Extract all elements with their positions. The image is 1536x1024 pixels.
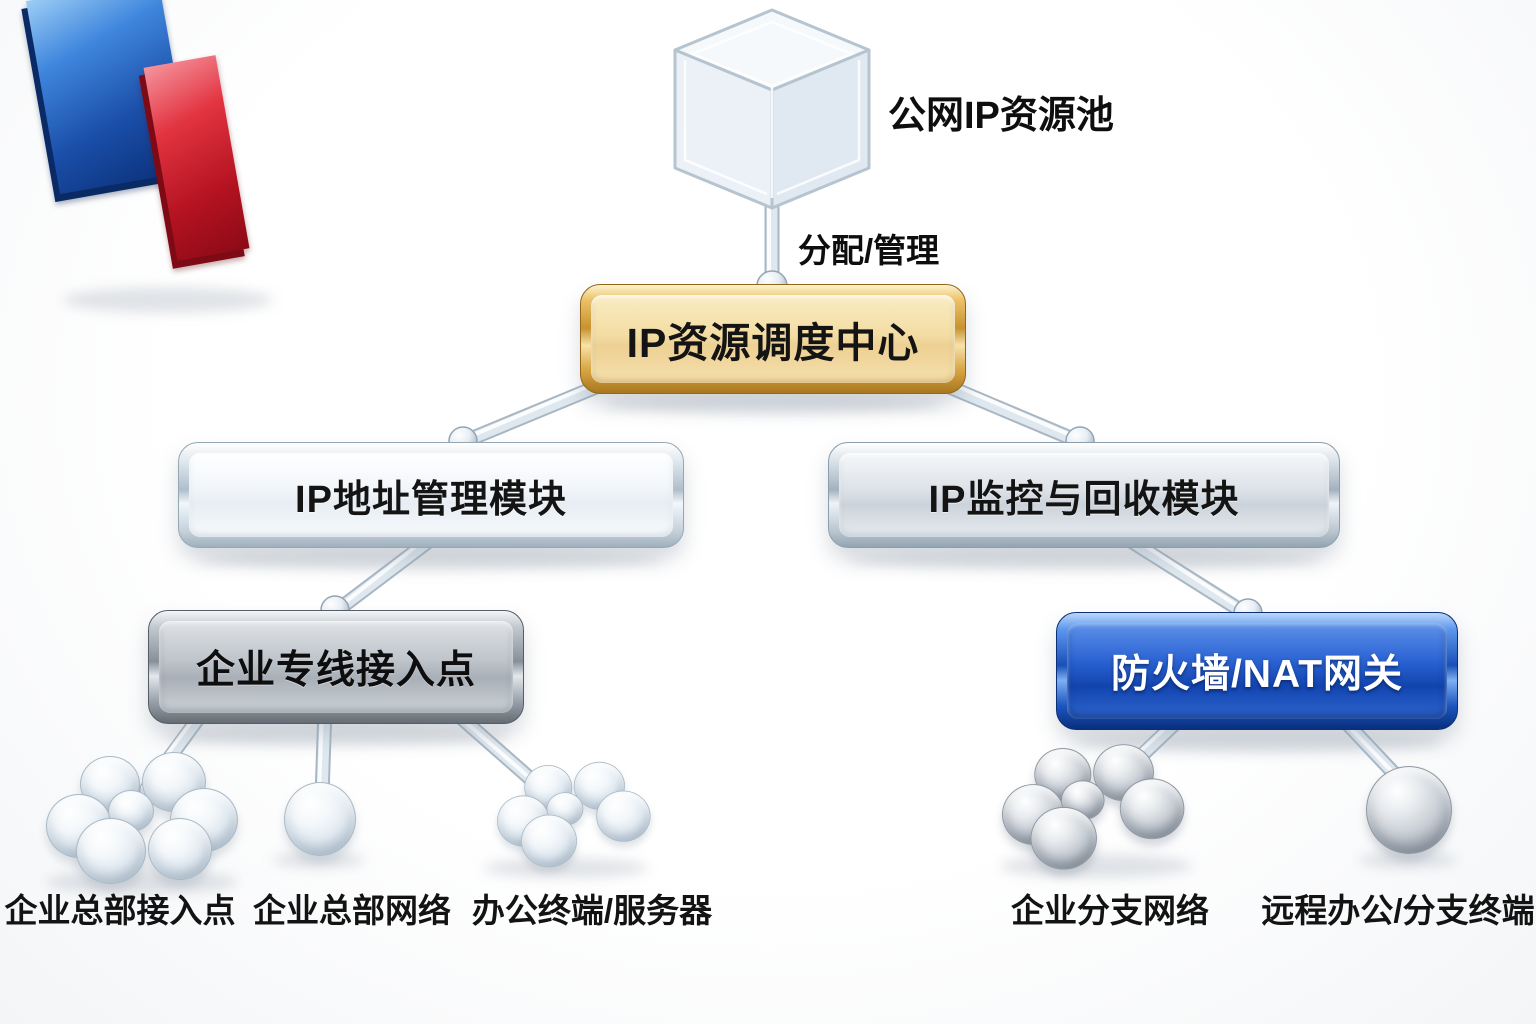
sphere-icon <box>1030 806 1097 870</box>
logo-letter-j: J <box>143 55 250 261</box>
node-scheduler-label: IP资源调度中心 <box>626 320 920 366</box>
sphere-cluster-icon-hq-access <box>46 752 238 884</box>
node-scheduler: IP资源调度中心 <box>580 284 966 394</box>
leaf-label-hq-access: 企业总部接入点 <box>4 892 236 929</box>
sphere-icon-hq-network <box>284 782 356 856</box>
node-access-point-label: 企业专线接入点 <box>195 649 476 692</box>
leaf-label-hq-network: 企业总部网络 <box>253 892 451 929</box>
allocation-label: 分配/管理 <box>798 232 940 269</box>
leaf-label-office-terminals: 办公终端/服务器 <box>471 892 713 929</box>
node-scheduler-face: IP资源调度中心 <box>591 295 955 383</box>
node-firewall-nat-label: 防火墙/NAT网关 <box>1110 653 1404 696</box>
sphere-icon <box>521 814 577 868</box>
node-access-point-face: 企业专线接入点 <box>159 621 513 713</box>
glass-cube-icon <box>673 8 871 210</box>
sphere-icon <box>76 818 146 884</box>
node-monitor-module: IP监控与回收模块 <box>828 442 1340 548</box>
company-logo: F J <box>25 0 316 304</box>
sphere-icon <box>596 790 651 842</box>
floor-shadows <box>46 287 1458 894</box>
node-addr-module-face: IP地址管理模块 <box>189 453 673 537</box>
leaf-label-branch-network: 企业分支网络 <box>1011 892 1209 929</box>
node-monitor-module-face: IP监控与回收模块 <box>839 453 1329 537</box>
node-firewall-nat: 防火墙/NAT网关 <box>1056 612 1458 730</box>
sphere-icon-remote-terminal <box>1366 766 1452 854</box>
sphere-cluster-icon-office-terminals <box>497 761 651 868</box>
sphere-icon <box>148 818 212 880</box>
leaf-label-remote-terminal: 远程办公/分支终端 <box>1261 892 1535 929</box>
node-addr-module-label: IP地址管理模块 <box>295 478 567 521</box>
node-firewall-nat-face: 防火墙/NAT网关 <box>1067 623 1447 719</box>
sphere-cluster-icon-branch-network <box>1002 744 1185 870</box>
node-monitor-module-label: IP监控与回收模块 <box>928 478 1240 521</box>
node-addr-module: IP地址管理模块 <box>178 442 684 548</box>
node-access-point: 企业专线接入点 <box>148 610 524 724</box>
pool-label: 公网IP资源池 <box>888 95 1114 137</box>
sphere-icon <box>1119 778 1185 840</box>
